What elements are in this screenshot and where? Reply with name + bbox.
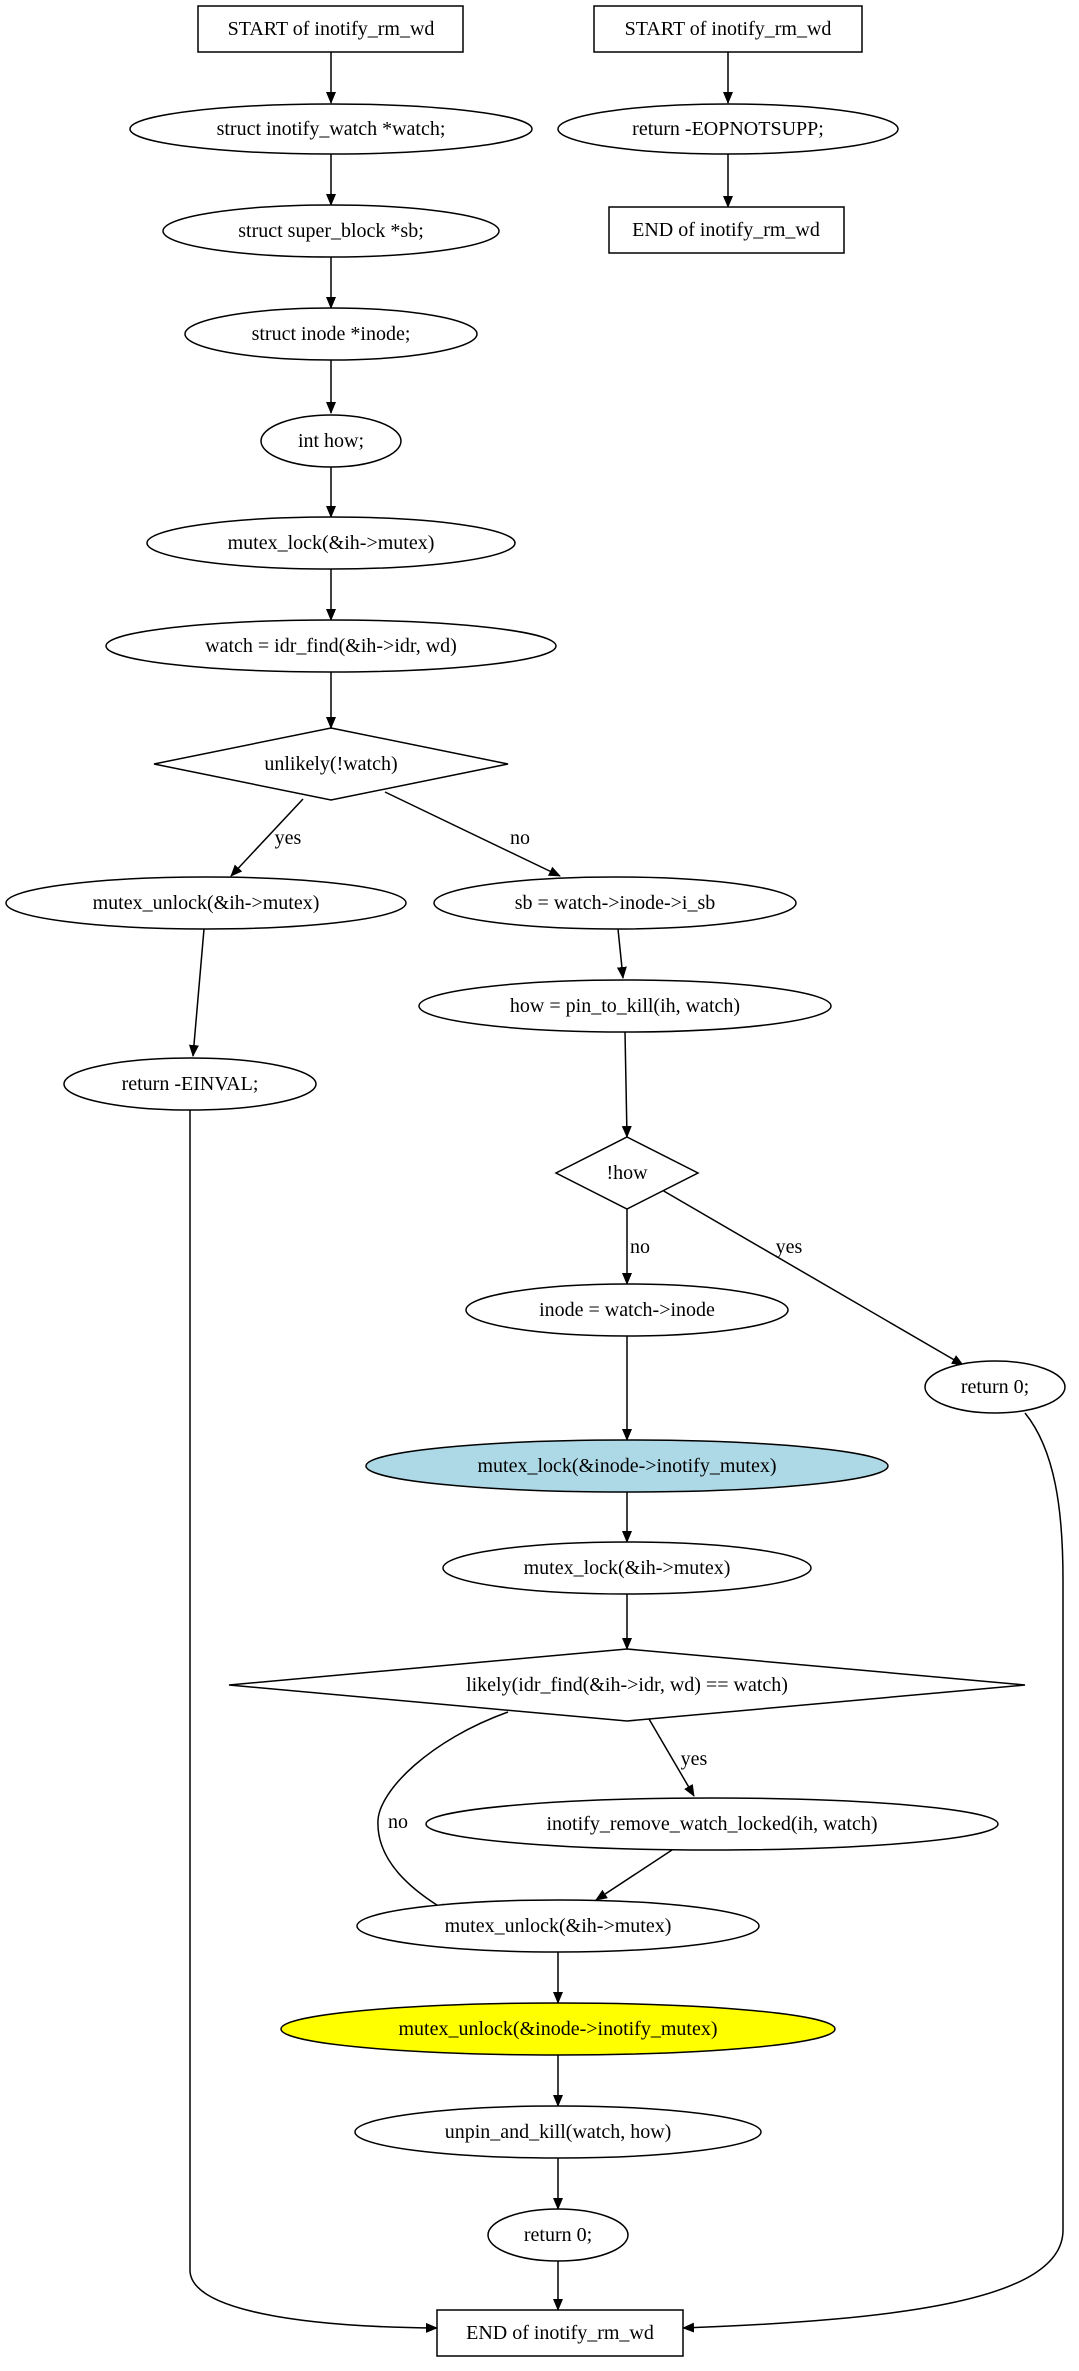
node-unlock-inotify: mutex_unlock(&inode->inotify_mutex) bbox=[280, 2002, 836, 2056]
node-not-how-label: !how bbox=[606, 1162, 648, 1184]
node-unpin-kill: unpin_and_kill(watch, how) bbox=[354, 2105, 762, 2159]
node-decl-inode-label: struct inode *inode; bbox=[252, 323, 411, 345]
node-remove-watch-label: inotify_remove_watch_locked(ih, watch) bbox=[547, 1813, 878, 1835]
node-return-einval-label: return -EINVAL; bbox=[122, 1073, 259, 1095]
node-decl-how: int how; bbox=[260, 414, 402, 468]
node-decl-watch: struct inotify_watch *watch; bbox=[129, 103, 533, 155]
label-unlikely-no: no bbox=[510, 827, 530, 849]
node-unlock-inotify-label: mutex_unlock(&inode->inotify_mutex) bbox=[399, 2018, 718, 2040]
node-decl-inode: struct inode *inode; bbox=[184, 307, 478, 361]
node-unlikely-watch-label: unlikely(!watch) bbox=[264, 753, 397, 775]
node-unlock-ih-1-label: mutex_unlock(&ih->mutex) bbox=[93, 892, 320, 914]
node-decl-sb: struct super_block *sb; bbox=[162, 204, 500, 258]
edge-remove-to-unlock-ih bbox=[595, 1849, 673, 1901]
label-unlikely-yes: yes bbox=[275, 827, 302, 849]
node-idr-find: watch = idr_find(&ih->idr, wd) bbox=[105, 619, 557, 673]
node-start-left: START of inotify_rm_wd bbox=[197, 5, 464, 53]
edge-labels: yes no no yes yes no bbox=[275, 827, 803, 1833]
edge-return-zero-1-to-end bbox=[682, 1412, 1064, 2333]
node-unlikely-watch: unlikely(!watch) bbox=[153, 727, 509, 801]
node-lock-ih-2-label: mutex_lock(&ih->mutex) bbox=[524, 1557, 731, 1579]
label-likely-yes: yes bbox=[681, 1748, 708, 1770]
node-not-how: !how bbox=[554, 1136, 700, 1210]
node-idr-find-label: watch = idr_find(&ih->idr, wd) bbox=[205, 635, 457, 657]
node-likely-idr-label: likely(idr_find(&ih->idr, wd) == watch) bbox=[466, 1674, 788, 1696]
node-inode-assign-label: inode = watch->inode bbox=[539, 1299, 715, 1321]
node-remove-watch: inotify_remove_watch_locked(ih, watch) bbox=[425, 1797, 999, 1851]
node-sb-assign-label: sb = watch->inode->i_sb bbox=[515, 892, 715, 914]
node-start-right-label: START of inotify_rm_wd bbox=[625, 18, 832, 40]
node-end-right-label: END of inotify_rm_wd bbox=[632, 219, 820, 241]
node-pin-to-kill: how = pin_to_kill(ih, watch) bbox=[418, 979, 832, 1033]
node-sb-assign: sb = watch->inode->i_sb bbox=[433, 876, 797, 930]
label-not-how-yes: yes bbox=[776, 1236, 803, 1258]
node-decl-watch-label: struct inotify_watch *watch; bbox=[217, 118, 446, 140]
edge-likely-yes bbox=[648, 1718, 695, 1797]
label-not-how-no: no bbox=[630, 1236, 650, 1258]
node-inode-assign: inode = watch->inode bbox=[465, 1283, 789, 1337]
edges bbox=[188, 52, 1064, 2333]
node-end-right: END of inotify_rm_wd bbox=[608, 206, 845, 254]
node-unlock-ih-2: mutex_unlock(&ih->mutex) bbox=[356, 1899, 760, 1953]
node-start-left-label: START of inotify_rm_wd bbox=[228, 18, 435, 40]
node-lock-ih-2: mutex_lock(&ih->mutex) bbox=[442, 1541, 812, 1595]
node-start-right: START of inotify_rm_wd bbox=[593, 5, 863, 53]
edge-return-einval-to-end bbox=[189, 1110, 438, 2333]
node-return-zero-2: return 0; bbox=[487, 2208, 629, 2262]
node-return-eopnotsupp: return -EOPNOTSUPP; bbox=[557, 103, 899, 155]
node-decl-how-label: int how; bbox=[298, 430, 364, 452]
edge-unlikely-no bbox=[384, 791, 561, 877]
node-unpin-kill-label: unpin_and_kill(watch, how) bbox=[445, 2121, 672, 2143]
edge-not-how-yes bbox=[661, 1189, 964, 1366]
node-lock-inotify-label: mutex_lock(&inode->inotify_mutex) bbox=[478, 1455, 777, 1477]
node-return-eopnotsupp-label: return -EOPNOTSUPP; bbox=[632, 118, 824, 140]
node-return-einval: return -EINVAL; bbox=[63, 1057, 317, 1111]
node-lock-ih-1: mutex_lock(&ih->mutex) bbox=[146, 516, 516, 570]
edge-sb-to-pin bbox=[616, 928, 627, 979]
label-likely-no: no bbox=[388, 1811, 408, 1833]
node-return-zero-2-label: return 0; bbox=[524, 2224, 592, 2246]
node-likely-idr: likely(idr_find(&ih->idr, wd) == watch) bbox=[228, 1648, 1026, 1722]
node-return-zero-1: return 0; bbox=[924, 1360, 1066, 1414]
edge-unlock-to-return-einval bbox=[188, 928, 205, 1057]
edge-pin-to-not-how bbox=[621, 1031, 632, 1138]
edge-likely-no bbox=[377, 1711, 509, 1914]
node-lock-ih-1-label: mutex_lock(&ih->mutex) bbox=[228, 532, 435, 554]
node-pin-to-kill-label: how = pin_to_kill(ih, watch) bbox=[510, 995, 740, 1017]
node-decl-sb-label: struct super_block *sb; bbox=[238, 220, 424, 242]
node-unlock-ih-2-label: mutex_unlock(&ih->mutex) bbox=[445, 1915, 672, 1937]
node-unlock-ih-1: mutex_unlock(&ih->mutex) bbox=[5, 876, 407, 930]
edge-unlikely-yes bbox=[230, 798, 304, 877]
node-lock-inotify: mutex_lock(&inode->inotify_mutex) bbox=[365, 1439, 889, 1493]
node-end-left-label: END of inotify_rm_wd bbox=[466, 2322, 654, 2344]
node-return-zero-1-label: return 0; bbox=[961, 1376, 1029, 1398]
node-end-left: END of inotify_rm_wd bbox=[436, 2309, 684, 2357]
